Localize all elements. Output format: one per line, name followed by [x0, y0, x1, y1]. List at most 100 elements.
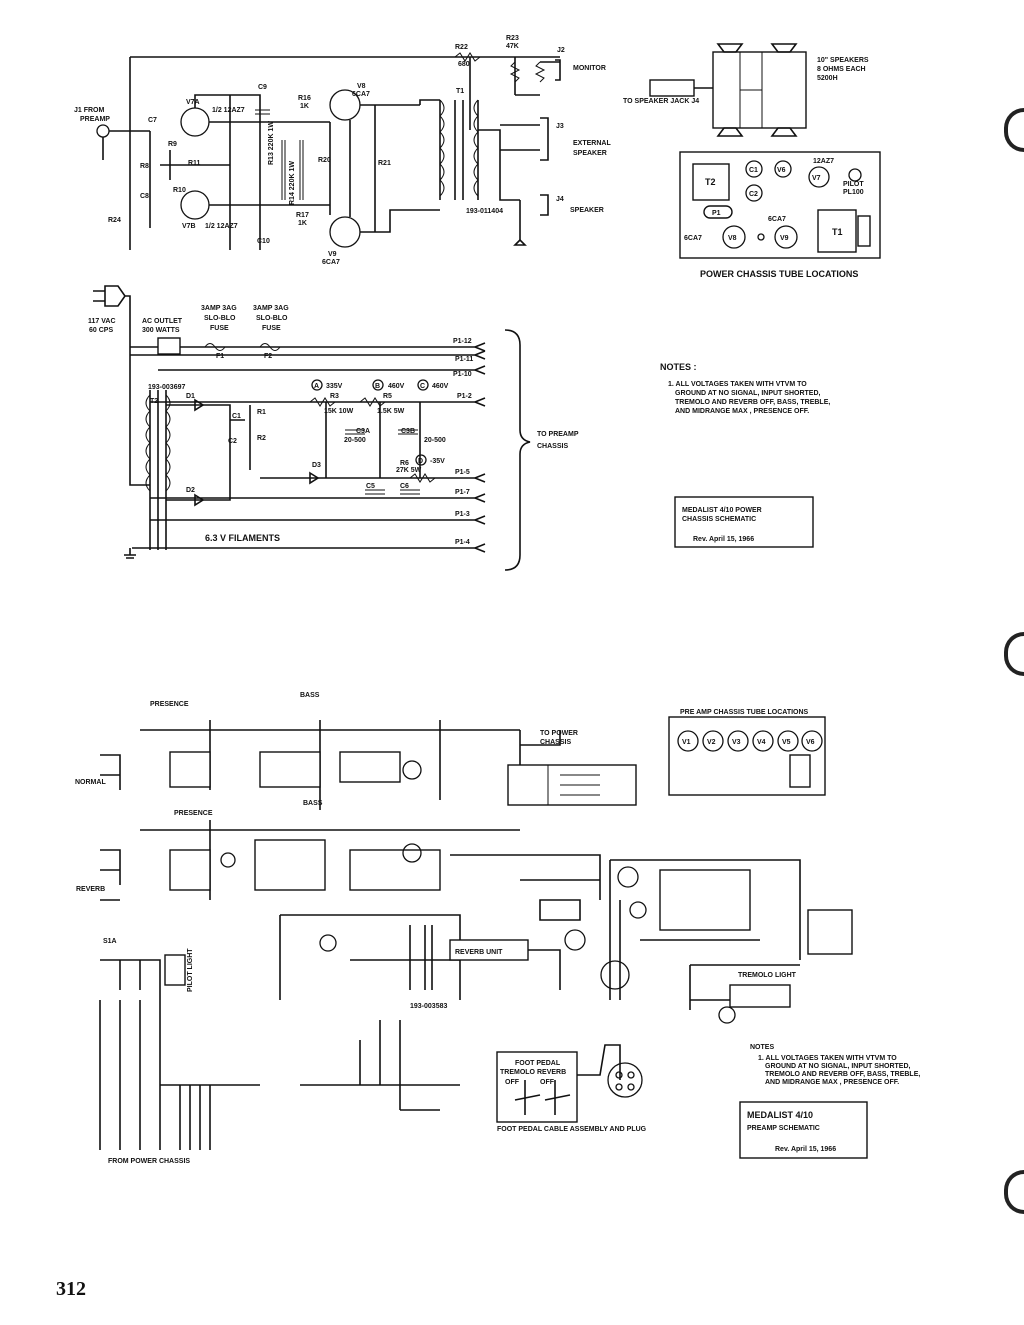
label-v9-type: 6CA7 [322, 259, 340, 266]
preamp-title-line-2: PREAMP SCHEMATIC [747, 1125, 820, 1132]
preamp-title-line-1: MEDALIST 4/10 [747, 1110, 813, 1120]
notes-line-3: TREMOLO AND REVERB OFF, BASS, TREBLE, [675, 399, 830, 406]
notes-title: NOTES : [660, 362, 697, 372]
label-p1-2: P1-2 [457, 393, 472, 400]
label-tremolo-light: TREMOLO LIGHT [738, 972, 797, 979]
preamp-chassis-caption: PRE AMP CHASSIS TUBE LOCATIONS [680, 709, 809, 716]
label-r22-value: 680 [458, 61, 470, 68]
label-voltage-b-value: 460V [388, 383, 405, 390]
label-p1-3: P1-3 [455, 511, 470, 518]
label-presence-reverb: PRESENCE [174, 810, 213, 817]
preamp-chassis-v1: V1 [682, 739, 691, 746]
label-j2: J2 [557, 47, 565, 54]
label-c3b-value: 20-500 [424, 437, 446, 444]
label-t2: T2 [150, 398, 158, 405]
label-external: EXTERNAL [573, 140, 611, 147]
label-c3a: C3A [356, 428, 370, 435]
label-filaments: 6.3 V FILAMENTS [205, 533, 280, 543]
chassis-pilot-part: PL100 [843, 189, 864, 196]
label-v7a-type: 1/2 12AZ7 [212, 107, 245, 114]
v7a-tube-icon [180, 107, 210, 137]
label-reverb-unit: REVERB UNIT [455, 949, 503, 956]
notes-line-4: AND MIDRANGE MAX , PRESENCE OFF. [675, 408, 809, 415]
preamp-chassis-v4: V4 [757, 739, 766, 746]
foot-pedal-diagram [496, 1044, 643, 1123]
label-t1: T1 [456, 88, 464, 95]
label-v8-type: 6CA7 [352, 91, 370, 98]
chassis-c2: C2 [749, 191, 758, 198]
label-v7b-type: 1/2 12AZ7 [205, 223, 238, 230]
label-r5-value: 1.5K 5W [377, 408, 405, 415]
label-r13: R13 220K 1W [268, 121, 275, 165]
label-fuse1: FUSE [210, 325, 229, 332]
label-voltage-d-value: -35V [430, 458, 445, 465]
preamp-chassis-v3: V3 [732, 739, 741, 746]
label-v8: V8 [357, 83, 366, 90]
label-d2: D2 [186, 487, 195, 494]
label-v7a: V7A [186, 99, 200, 106]
preamp-chassis-v6: V6 [806, 739, 815, 746]
label-f1: F1 [216, 353, 224, 360]
power-supply-circuit [93, 285, 531, 571]
label-p1-4: P1-4 [455, 539, 470, 546]
chassis-t1: T1 [832, 227, 843, 237]
label-reverb-transformer-part: 193-003583 [410, 1003, 447, 1010]
v9-tube-icon [329, 216, 361, 248]
label-d3: D3 [312, 462, 321, 469]
label-from-preamp: PREAMP [80, 116, 110, 123]
label-monitor: MONITOR [573, 65, 606, 72]
preamp-title-box [739, 1101, 868, 1159]
label-r1: R1 [257, 409, 266, 416]
speaker-plug-icon [649, 79, 695, 97]
label-r17: R17 [296, 212, 309, 219]
notes-line-1: 1. ALL VOLTAGES TAKEN WITH VTVM TO [668, 381, 807, 388]
label-bass-reverb: BASS [303, 800, 323, 807]
label-r24: R24 [108, 217, 121, 224]
label-speaker-ext: SPEAKER [573, 150, 607, 157]
chassis-t2: T2 [705, 177, 716, 187]
preamp-chassis-v5: V5 [782, 739, 791, 746]
label-fuse1-type: SLO-BLO [204, 315, 236, 322]
label-speaker-note-2: 8 OHMS EACH [817, 66, 866, 73]
label-r10: R10 [173, 187, 186, 194]
label-117vac: 117 VAC [88, 318, 116, 325]
label-speaker: SPEAKER [570, 207, 604, 214]
label-r22: R22 [455, 44, 468, 51]
label-60cps: 60 CPS [89, 327, 113, 334]
label-p1-11: P1-11 [455, 356, 473, 363]
label-r14: R14 220K 1W [289, 161, 296, 205]
label-normal-input: NORMAL [75, 779, 106, 786]
label-foot-pedal: FOOT PEDAL [515, 1060, 561, 1067]
label-speaker-note-3: 5200H [817, 75, 838, 82]
chassis-v7: V7 [812, 175, 821, 182]
label-p1-7: P1-7 [455, 489, 470, 496]
label-c10: C10 [257, 238, 270, 245]
label-c1: C1 [232, 413, 241, 420]
chassis-pilot: PILOT [843, 181, 864, 188]
notes2-line-2: GROUND AT NO SIGNAL, INPUT SHORTED, [765, 1063, 911, 1070]
page-number: 312 [56, 1278, 86, 1300]
label-s1a: S1A [103, 938, 117, 945]
footswitch-plug-icon [607, 1062, 643, 1098]
label-voltage-c: C [420, 383, 425, 390]
label-voltage-b: B [375, 383, 380, 390]
power-title-rev: Rev. April 15, 1966 [693, 536, 754, 543]
label-pedal-tremolo: TREMOLO [500, 1069, 536, 1076]
label-r6: R6 [400, 460, 409, 467]
label-voltage-a-value: 335V [326, 383, 343, 390]
label-p1-5: P1-5 [455, 469, 470, 476]
label-reverb-input: REVERB [76, 886, 105, 893]
label-j1: J1 FROM [74, 107, 105, 114]
label-pedal-off-1: OFF [505, 1079, 520, 1086]
label-to-preamp: TO PREAMP [537, 431, 579, 438]
label-pilot-light: PILOT LIGHT [187, 948, 194, 992]
v7b-tube-icon [180, 190, 210, 220]
notes2-line-4: AND MIDRANGE MAX , PRESENCE OFF. [765, 1079, 899, 1086]
label-300-watts: 300 WATTS [142, 327, 180, 334]
label-p1-10: P1-10 [453, 371, 472, 378]
label-fuse1-rating: 3AMP 3AG [201, 305, 237, 312]
label-fuse2-type: SLO-BLO [256, 315, 288, 322]
label-voltage-d: D [418, 458, 423, 465]
label-r17-value: 1K [298, 220, 307, 227]
chassis-p1: P1 [712, 210, 721, 217]
